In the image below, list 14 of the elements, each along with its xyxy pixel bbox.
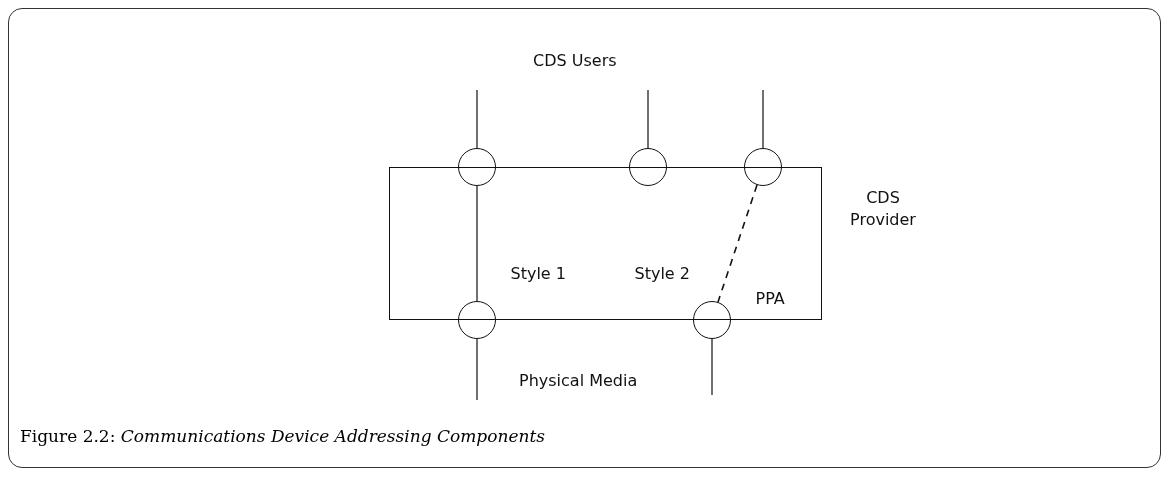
connector-line [762,89,764,149]
text-label: Physical Media [519,370,638,390]
text-label: CDS Users [533,50,617,70]
figure-caption: Figure 2.2: Communications Device Addressing Components [20,426,545,446]
connector-line [476,89,478,149]
provider-label: CDS Provider [849,187,917,231]
connector-line [647,89,649,149]
connector-line [476,185,478,302]
connector-line [476,338,478,401]
dashed-line [717,184,758,303]
text-label: Style 1 [510,263,566,283]
connector-line [711,338,713,396]
text-label: Style 2 [634,263,690,283]
text-label: PPA [755,288,785,308]
